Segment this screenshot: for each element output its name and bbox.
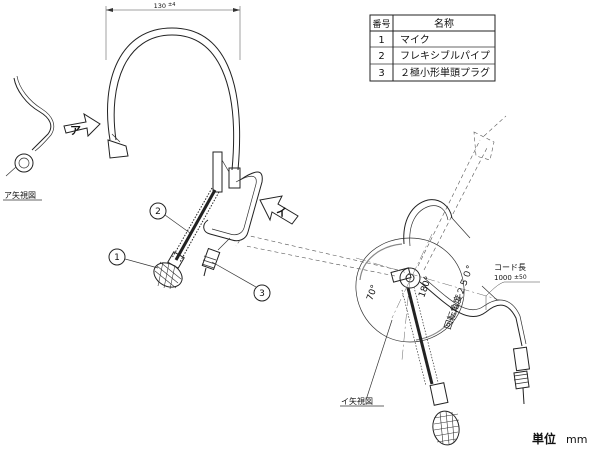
- callout-3: 3: [211, 261, 271, 302]
- flexible-pipe-front: [171, 187, 220, 263]
- width-dimension-value: 130: [154, 2, 166, 10]
- parts-table-header-no: 番号: [372, 18, 390, 30]
- view-i-arrow: イ: [259, 195, 299, 225]
- view-i-plug: [512, 346, 531, 405]
- parts-table-row-2-no: 2: [378, 51, 384, 62]
- cord-length-value: 1000: [494, 274, 512, 282]
- width-dimension: 130 ±4: [105, 2, 241, 60]
- plug-front: [201, 237, 231, 277]
- width-dimension-tolerance: ±4: [168, 2, 175, 8]
- view-a-drawing: [5, 75, 55, 177]
- cord-length-tolerance: ±50: [514, 274, 527, 281]
- parts-table-row-3-name: ２極小形単頭プラグ: [400, 66, 490, 79]
- unit-label: 単位: [532, 431, 556, 446]
- callout-2-label: 2: [155, 207, 161, 217]
- callout-3-label: 3: [259, 289, 265, 299]
- parts-table-row-1-no: 1: [378, 35, 384, 46]
- callout-1: 1: [108, 248, 159, 269]
- view-a-arrow-label: ア: [70, 124, 81, 137]
- parts-table-row-3-no: 3: [378, 68, 384, 79]
- parts-table-row-1-name: マイク: [400, 34, 430, 46]
- view-i-caption: イ矢視図: [341, 396, 373, 406]
- view-a-arrow: ア: [63, 112, 101, 138]
- view-i-drawing: [235, 115, 540, 446]
- microphone-front: [153, 251, 185, 290]
- view-i-arrow-label: イ: [276, 206, 287, 219]
- unit-value: mm: [566, 433, 587, 446]
- callout-1-label: 1: [114, 253, 120, 263]
- cord-length-label: コード長: [494, 263, 526, 272]
- rotation-angle-label: 回転角度２５０°: [442, 263, 476, 331]
- parts-table-row-2-name: フレキシブルパイプ: [400, 49, 490, 62]
- parts-table-header-name: 名称: [434, 17, 454, 30]
- headband-front-view: [107, 27, 263, 242]
- view-a-caption: ア矢視図: [4, 190, 36, 200]
- angle-70-label: 70°: [365, 284, 380, 302]
- parts-table: 番号 名称 1 マイク 2 フレキシブルパイプ 3 ２極小形単頭プラグ: [369, 14, 496, 82]
- callout-2: 2: [149, 202, 191, 234]
